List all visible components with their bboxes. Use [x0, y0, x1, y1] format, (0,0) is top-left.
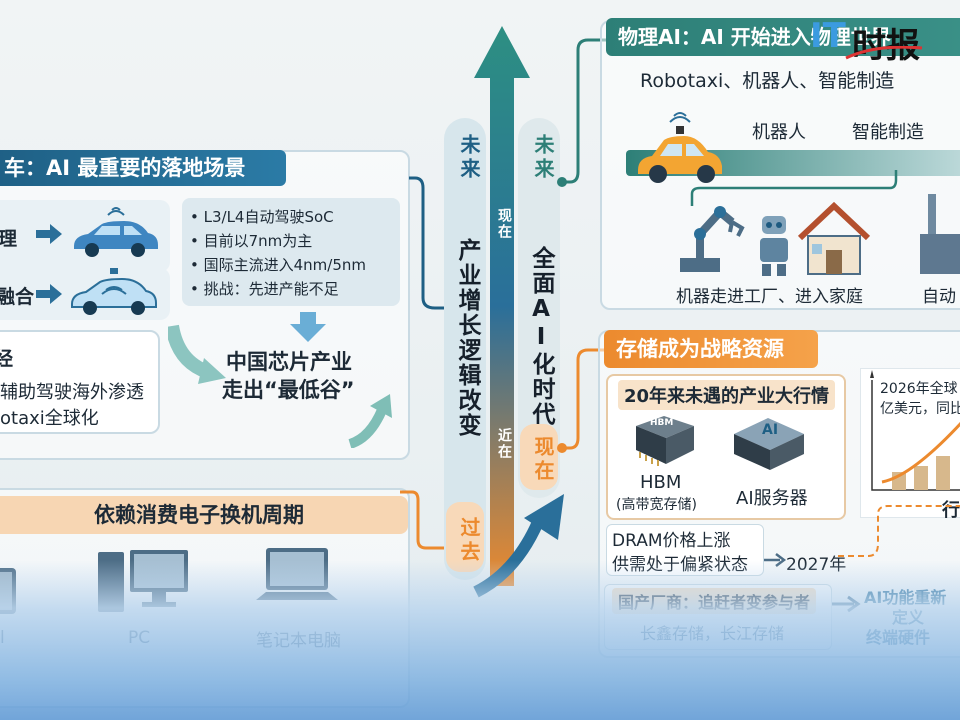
tablet-icon	[0, 566, 20, 620]
ai-server-label: AI服务器	[736, 488, 808, 509]
house-icon	[796, 201, 872, 282]
robotaxi-car-icon	[66, 266, 162, 326]
dram-line-2: 供需处于偏紧状态	[612, 555, 748, 575]
bullet-4-text: 挑战：先进产能不足	[203, 280, 339, 298]
sweep-arrow	[473, 494, 564, 598]
dram-line-1: DRAM价格上涨	[612, 531, 731, 551]
robot-caption: 机器走进工厂、进入家庭	[676, 287, 863, 307]
chart-axes	[870, 370, 960, 491]
robotaxi-icon	[630, 108, 730, 192]
device-label-1: l	[0, 628, 5, 648]
right-future-label: 未来	[531, 134, 555, 182]
arrow-right-icon	[36, 222, 64, 250]
industry-logic-label: 产业增长逻辑改变	[454, 238, 480, 438]
dram-arrow-icon	[764, 552, 788, 572]
bullet-2-text: 目前以7nm为主	[203, 232, 313, 250]
chart-note-1: 2026年全球	[880, 381, 958, 397]
curved-arrow-icon	[165, 322, 228, 392]
overseas-text: 辅助驾驶海外渗透	[0, 382, 144, 403]
arrow-right-icon	[36, 282, 64, 310]
domestic-arrow-icon	[832, 594, 862, 618]
hbm-label: HBM	[640, 472, 682, 493]
pc-icon	[96, 546, 192, 626]
soc-bullets-box	[182, 198, 400, 306]
physical-ai-title: 物理AI：AI 开始进入物理世界	[606, 18, 960, 56]
ai-chip-mark: AI	[762, 422, 779, 438]
china-chip-line-1: 中国芯片产业	[226, 350, 352, 374]
bullet-4: • 挑战：先进产能不足	[190, 280, 339, 298]
road-label-manufacturing: 智能制造	[852, 122, 924, 143]
autonomous-driving-title: 车：AI 最重要的落地场景	[0, 150, 286, 186]
storage-title: 存储成为战略资源	[604, 330, 818, 368]
domestic-title: 国产厂商：追赶者变参与者	[612, 588, 817, 614]
small-now-label: 现在	[496, 208, 512, 240]
robotaxi-global-text: otaxi全球化	[0, 408, 99, 429]
ai-server-chip-icon: AI	[728, 414, 810, 478]
left-row-3	[0, 330, 160, 434]
rising-arrow-icon	[346, 394, 396, 452]
small-near-label: 近在	[496, 428, 512, 460]
left-future-label: 未来	[457, 134, 481, 182]
ai-era-label: 全面AI化时代	[528, 246, 554, 427]
bullet-3: • 国际主流进入4nm/5nm	[190, 256, 367, 274]
humanoid-robot-icon	[752, 214, 796, 282]
watermark-prefix: IT	[810, 16, 846, 56]
bullet-1-text: L3/L4自动驾驶SoC	[203, 208, 334, 226]
market-title: 20年来未遇的产业大行情	[618, 380, 836, 410]
device-label-laptop: 笔记本电脑	[256, 631, 341, 651]
factory-icon	[918, 190, 960, 284]
hbm-chip-icon: HBM	[626, 414, 700, 474]
consumer-electronics-title: 依赖消费电子换机周期	[0, 496, 408, 534]
laptop-icon	[254, 546, 340, 620]
row-3-label: 经	[0, 348, 14, 370]
device-label-pc: PC	[128, 628, 151, 648]
road-label-robot: 机器人	[752, 122, 806, 143]
growth-arrow	[474, 26, 530, 586]
now-label: 现在	[520, 424, 558, 490]
bottom-connector	[400, 490, 446, 550]
row-2-label: 融合	[0, 286, 35, 308]
ai-feature-line-3: 终端硬件	[866, 628, 931, 647]
bullet-2: • 目前以7nm为主	[190, 232, 313, 250]
bullet-3-text: 国际主流进入4nm/5nm	[203, 256, 367, 274]
arrow-down-icon	[288, 312, 328, 346]
right-connectors	[557, 38, 612, 453]
domestic-names: 长鑫存储，长江存储	[640, 624, 785, 643]
physical-ai-subtitle: Robotaxi、机器人、智能制造	[640, 70, 895, 92]
hbm-chip-mark: HBM	[650, 418, 674, 428]
china-chip-line-2: 走出“最低谷”	[222, 378, 355, 402]
row-1-label: 理	[0, 228, 18, 250]
watermark-swoosh-icon	[845, 46, 923, 60]
dram-dashed-connector	[838, 505, 960, 557]
watermark-logo: IT 时报	[810, 16, 958, 66]
chart-note-2: 亿美元，同比	[880, 401, 960, 417]
car-icon	[68, 206, 160, 268]
robot-arm-icon	[676, 198, 752, 282]
hbm-sub-label: (高带宽存储)	[616, 497, 697, 513]
auto-caption: 自动	[922, 287, 956, 307]
bullet-1: • L3/L4自动驾驶SoC	[190, 208, 334, 226]
road-connector	[690, 170, 898, 206]
